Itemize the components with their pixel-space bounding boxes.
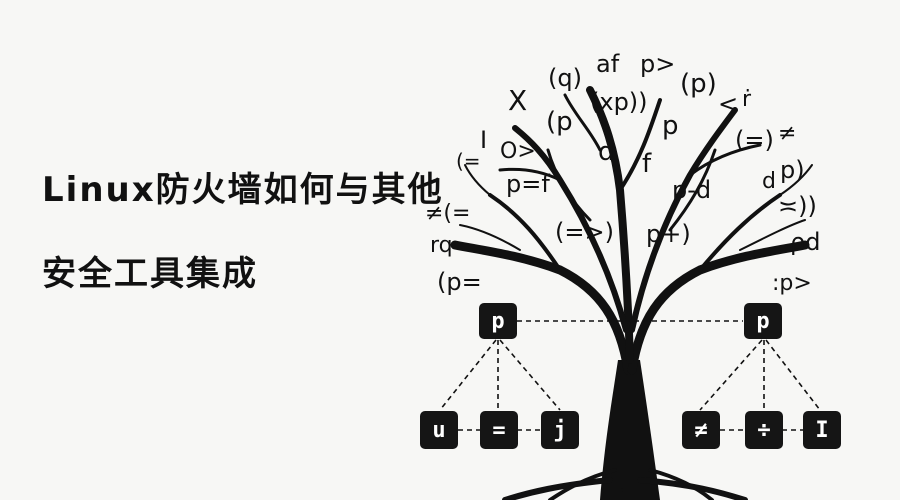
canopy-glyph: (=>): [555, 218, 614, 246]
right-child-node-3: I: [803, 411, 841, 449]
canopy-glyph: ≠(=: [425, 201, 470, 226]
canopy-glyph: p=f: [506, 170, 550, 198]
left-child-node-2: =: [480, 411, 518, 449]
canopy-glyph: p: [662, 111, 679, 141]
tree-branches: [450, 86, 813, 375]
canopy-glyph: ≠: [778, 121, 796, 146]
left-parent-label: p: [491, 309, 504, 334]
connector-lines: [439, 320, 821, 431]
right-child-node-1: ≠: [682, 411, 720, 449]
left-child-label-1: u: [432, 418, 445, 443]
canopy-glyph: <: [718, 90, 738, 118]
right-child-label-2: ÷: [757, 418, 770, 443]
canopy-glyph: (=): [735, 126, 774, 154]
right-child-node-2: ÷: [745, 411, 783, 449]
canopy-glyph: O>: [500, 139, 536, 164]
canopy-glyph: (p=: [437, 268, 482, 296]
right-child-label-1: ≠: [694, 418, 707, 443]
left-child-label-3: j: [553, 418, 566, 443]
canopy-glyph: p-d: [672, 176, 711, 204]
canopy-glyph: X: [508, 84, 527, 117]
canopy-glyph: ≍)): [778, 192, 817, 220]
canopy-glyph: (xp)): [590, 88, 648, 116]
canopy-glyph: f: [642, 149, 652, 179]
left-parent-node: p: [479, 303, 517, 339]
right-parent-node: p: [744, 303, 782, 339]
canopy-glyph: (q): [548, 64, 582, 92]
canopy-glyphs: (q) af p> (p) X (xp)) < (p p (=) ≠ I O> …: [425, 50, 820, 296]
left-child-node-1: u: [420, 411, 458, 449]
canopy-glyph: (p: [546, 107, 573, 137]
page-title-line-1: Linux防火墙如何与其他: [42, 170, 444, 210]
canopy-glyph: (p): [680, 69, 717, 99]
right-child-label-3: I: [815, 418, 828, 443]
left-child-label-2: =: [492, 418, 505, 443]
page-title-line-2: 安全工具集成: [42, 254, 258, 294]
canopy-glyph: I: [480, 126, 487, 154]
canopy-glyph: p+): [646, 220, 691, 248]
canopy-glyph: p>: [640, 50, 675, 78]
canopy-glyph: ρd: [790, 228, 820, 256]
canopy-glyph: af: [596, 50, 620, 78]
left-child-node-3: j: [541, 411, 579, 449]
canopy-glyph: (=: [456, 149, 481, 173]
canopy-glyph: ṙ: [742, 87, 752, 112]
canopy-glyph: d: [598, 137, 615, 167]
right-parent-label: p: [756, 309, 769, 334]
canopy-glyph: p): [780, 156, 805, 184]
canopy-glyph: d: [762, 169, 776, 194]
canopy-glyph: rq: [430, 233, 453, 258]
canopy-glyph: :p>: [772, 271, 812, 296]
tree-trunk: [502, 360, 748, 500]
